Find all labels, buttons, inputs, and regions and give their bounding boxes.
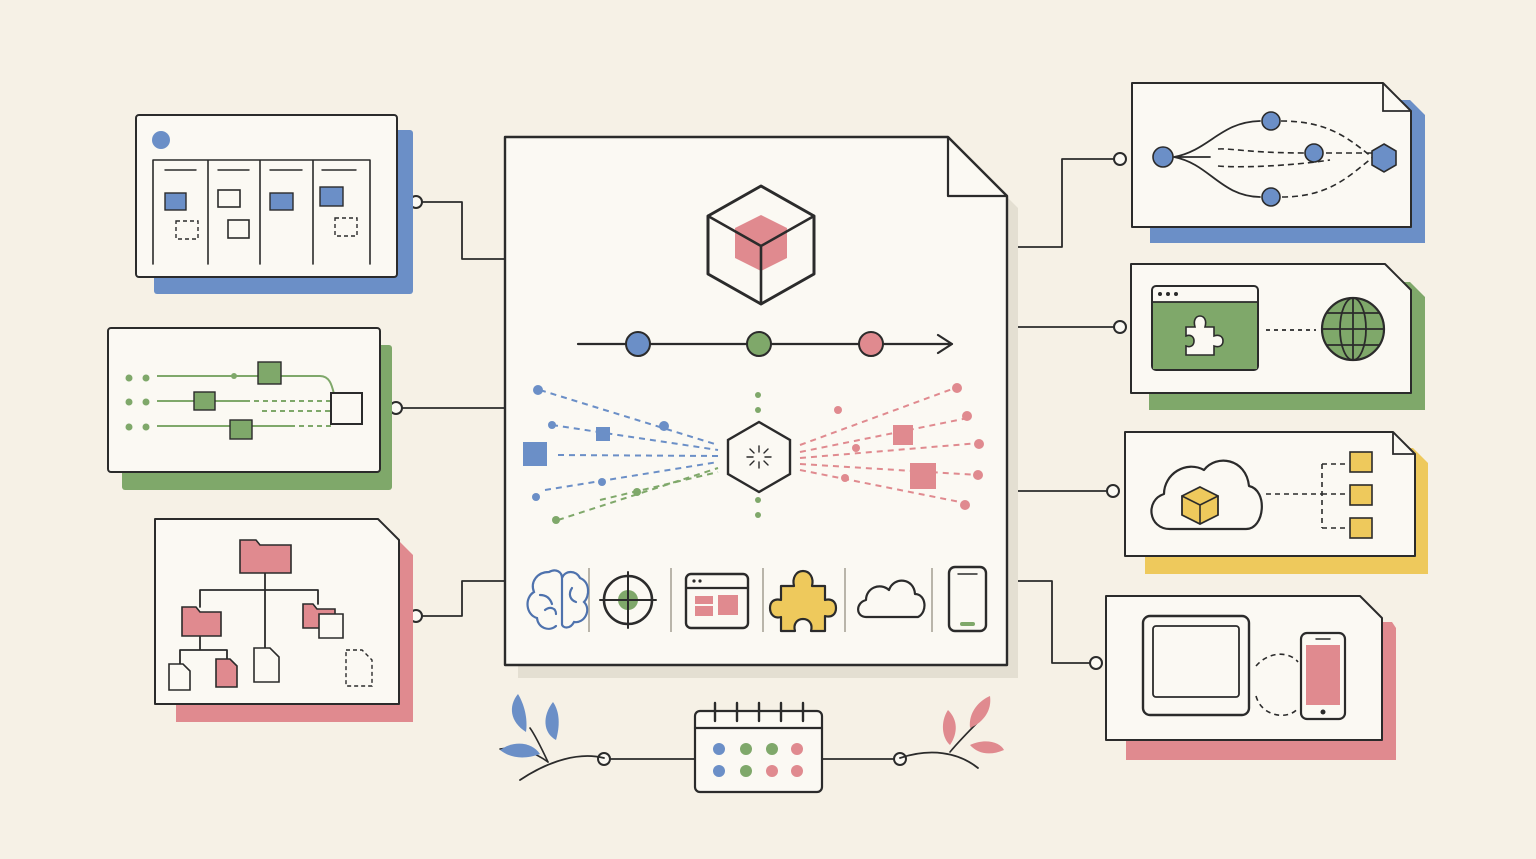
pipeline-icon xyxy=(576,331,954,357)
cloud-icon xyxy=(857,579,926,619)
cloud-deploy-card xyxy=(1124,431,1428,574)
center-document xyxy=(503,135,1018,678)
browser-icon xyxy=(684,572,750,630)
folder-tree-icon xyxy=(168,539,373,691)
branch-graph-icon xyxy=(1152,111,1397,207)
workflow-icon xyxy=(125,361,363,440)
calendar-icon xyxy=(693,701,824,794)
branching-graph-card xyxy=(1131,82,1425,243)
icon-row-dividers xyxy=(588,568,933,632)
cube-icon xyxy=(706,184,816,306)
workflow-card xyxy=(107,327,392,490)
browser-window xyxy=(1151,285,1259,371)
data-convergence-icon xyxy=(523,383,984,524)
connector-lines xyxy=(395,158,1121,760)
globe-icon xyxy=(1320,296,1386,362)
brain-icon xyxy=(526,569,590,630)
tablet-phone-icon xyxy=(1141,614,1347,721)
cloud-box-icon xyxy=(1150,459,1263,531)
service-branch-icon xyxy=(1266,451,1373,539)
puzzle-icon xyxy=(768,569,838,633)
leaves-left-icon xyxy=(499,694,605,781)
kanban-board-card xyxy=(135,114,413,294)
puzzle-icon xyxy=(1185,315,1224,356)
leaves-right-icon xyxy=(899,696,1004,769)
browser-extension-card xyxy=(1130,263,1425,410)
target-icon xyxy=(599,571,657,629)
phone-icon xyxy=(947,565,988,633)
folder-tree-card xyxy=(154,518,413,722)
multi-device-card xyxy=(1105,595,1396,760)
kanban-icon xyxy=(152,131,371,265)
